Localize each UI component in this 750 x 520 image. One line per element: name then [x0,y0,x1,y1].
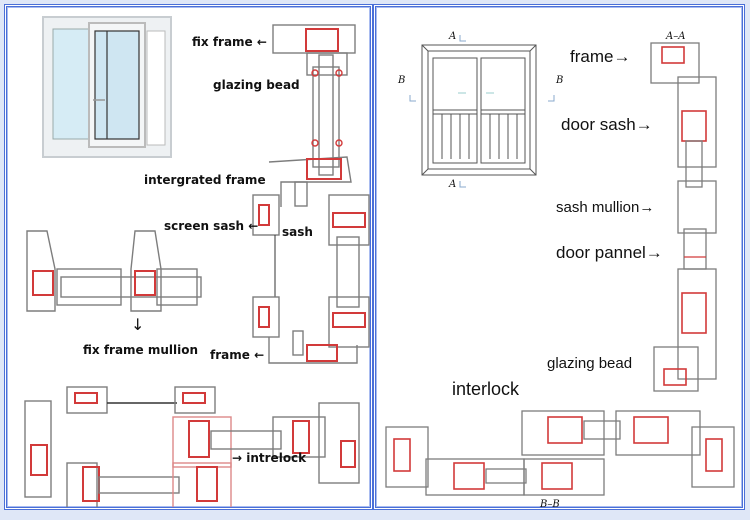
label-frame: frame→ [570,47,631,66]
section-mark-b-left: B [398,75,406,86]
label-glazing-bead: glazing bead [547,355,633,372]
label-door-pannel: door pannel→ [556,243,663,262]
right-panel-drawing [385,35,735,496]
sliding-window-photo [42,16,172,158]
door-elevation-drawing [421,44,537,176]
horizontal-section-drawing [24,386,360,507]
label-intrelock: → intrelock [232,451,307,465]
label-fix-frame: fix frame ← [192,35,267,49]
label-interlock: interlock [452,379,520,399]
arrow-down-icon: ↓ [131,315,145,334]
fix-frame-mullion-section [26,230,202,312]
right-panel-casement-door: A A B B A–A B–B frame→ door sash→ sash m… [373,4,745,510]
arrow-left-icon: ← [256,35,267,49]
label-sash: sash [282,225,313,239]
label-fix-frame-mullion: fix frame mullion [83,343,199,357]
door-horizontal-section [385,410,735,496]
section-title-aa: A–A [666,31,686,42]
section-mark-ticks [409,35,555,188]
arrow-left-icon: ← [254,348,265,362]
arrow-left-icon: ← [248,219,259,233]
section-mark-b-right: B [556,75,564,86]
label-door-sash: door sash→ [561,115,653,134]
label-glazing-bead: glazing bead [213,78,300,92]
label-sash-mullion: sash mullion→ [556,199,655,216]
arrow-right-icon: → [232,451,243,465]
section-mark-a-top: A [449,31,457,42]
section-mark-a-bottom: A [449,179,457,190]
left-panel-drawing [24,16,370,507]
section-title-bb: B–B [540,499,560,510]
label-screen-sash: screen sash ← [164,219,259,233]
label-intergrated-frame: intergrated frame [144,173,266,187]
label-frame: frame ← [210,348,265,362]
vertical-section-drawing [252,24,370,364]
left-panel-sliding-window: fix frame ← glazing bead intergrated fra… [4,4,373,510]
door-vertical-section [650,42,717,392]
